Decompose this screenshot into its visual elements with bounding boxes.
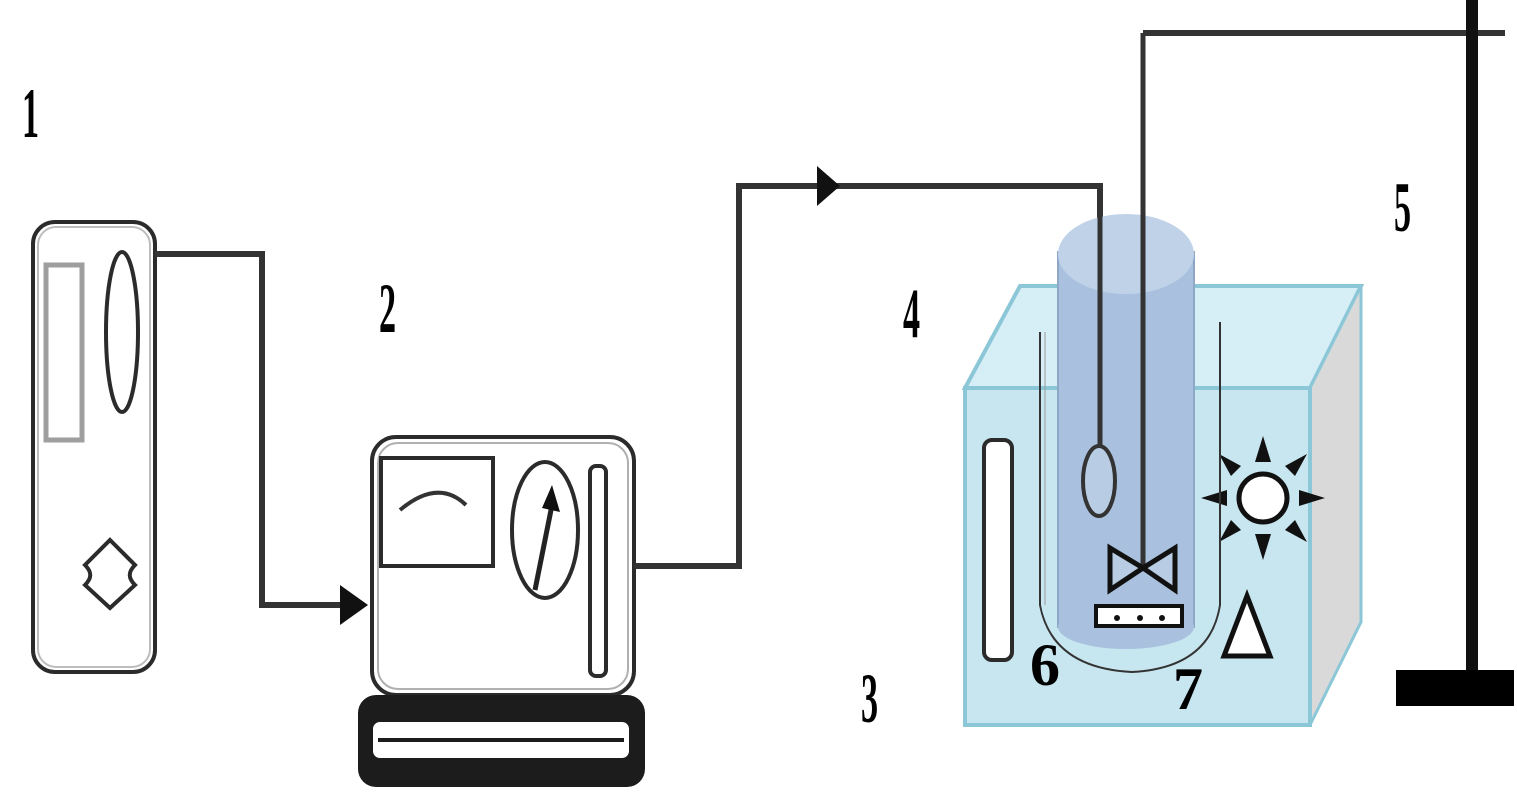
heating-triangle-icon xyxy=(1220,589,1274,659)
display-oval xyxy=(104,250,140,414)
screen-curve xyxy=(398,490,468,512)
label-5: 5 xyxy=(1394,168,1411,247)
light-source-icon xyxy=(1201,436,1325,560)
flow-arrow-icon xyxy=(340,585,368,625)
label-3: 3 xyxy=(861,659,878,738)
reactor-jacket xyxy=(1039,322,1221,674)
label-7: 7 xyxy=(1173,656,1203,722)
gas-source-unit xyxy=(31,220,157,674)
label-2: 2 xyxy=(379,269,396,348)
gas-bubbler xyxy=(1081,444,1117,518)
side-slot xyxy=(588,464,608,678)
flow-arrow-icon xyxy=(817,166,840,206)
label-1: 1 xyxy=(22,74,39,153)
reactor-vessel xyxy=(1039,33,1221,674)
reaction-tube-top xyxy=(1058,214,1194,294)
stand-rod xyxy=(1466,0,1478,680)
valve-diamond-icon xyxy=(82,537,138,611)
stirrer-blade-icon xyxy=(1107,543,1178,595)
pump-controller-unit xyxy=(358,435,645,787)
label-6: 6 xyxy=(1030,632,1060,698)
label-4: 4 xyxy=(903,274,920,353)
support-stand xyxy=(1143,0,1514,706)
pipe-1-to-2 xyxy=(155,251,345,608)
tank-gauge-slot xyxy=(982,438,1014,662)
screen xyxy=(379,456,495,568)
stand-base xyxy=(1396,670,1514,706)
gauge-window xyxy=(43,262,85,443)
